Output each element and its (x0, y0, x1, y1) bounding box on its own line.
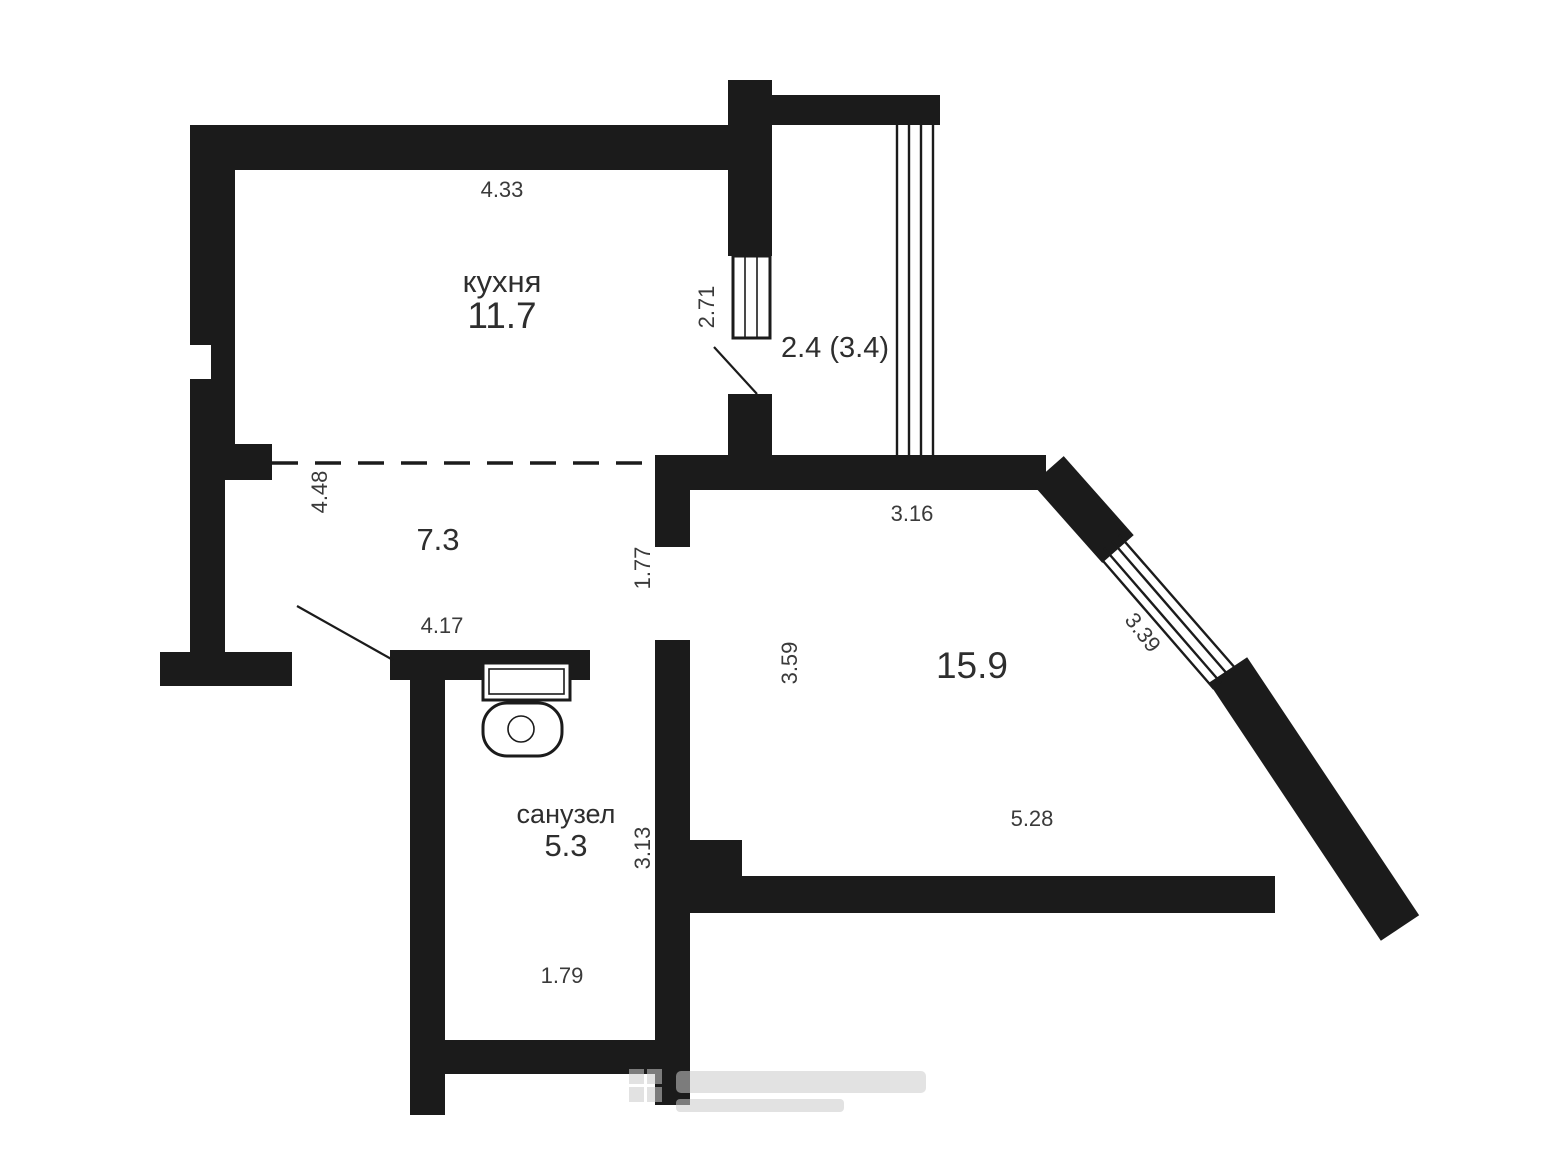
dim-bay-window-length: 3.39 (1120, 608, 1166, 657)
bay-lower-diagonal-wall (1208, 657, 1420, 941)
bathroom-name-label: санузел (517, 799, 616, 829)
bay-window-line-4 (1118, 534, 1237, 670)
bathroom-area-label: 5.3 (544, 828, 587, 863)
bay-upper-diagonal-wall (1032, 456, 1134, 563)
watermark-text-bar (676, 1071, 926, 1093)
balcony-area-label: 2.4 (3.4) (781, 332, 889, 364)
windows (731, 125, 1237, 690)
balcony-door-swing (713, 346, 758, 395)
entry-wall (160, 652, 292, 686)
bathroom-bottom-wall (445, 1040, 690, 1074)
kitchen-area-label: 11.7 (467, 295, 536, 336)
bathroom-left-wall (410, 650, 445, 1115)
watermark-logo-square (629, 1069, 644, 1084)
dim-living-wall-segment: 1.77 (630, 547, 655, 590)
left-wall-upper (190, 125, 235, 345)
watermark (629, 1069, 926, 1112)
labels: 4.33 кухня 11.7 2.71 2.4 (3.4) 4.48 7.3 … (307, 177, 1166, 988)
bathroom-right-wall (655, 640, 690, 1105)
dim-living-left-depth: 3.59 (777, 642, 802, 685)
hallway-area-label: 7.3 (416, 522, 459, 557)
balcony-pier-upper-wall (728, 80, 772, 256)
living-bottom-wall (690, 876, 1275, 913)
balcony-door-window-frame (731, 254, 772, 340)
living-area-label: 15.9 (936, 645, 1008, 686)
entry-door-swing (296, 605, 394, 661)
watermark-logo-square (629, 1087, 644, 1102)
sink-drain (507, 715, 535, 743)
dim-bathroom-depth: 3.13 (630, 827, 655, 870)
watermark-logo-square (647, 1087, 662, 1102)
watermark-logo-square (647, 1069, 662, 1084)
dim-balcony-doorway: 2.71 (694, 286, 719, 329)
watermark-subtext-bar (676, 1099, 844, 1112)
balcony-pier-lower-wall (728, 394, 772, 460)
living-top-wall (668, 455, 1046, 490)
dim-hall-width: 4.17 (421, 613, 464, 638)
fixtures (481, 661, 572, 758)
bay-window-line-2 (1103, 547, 1222, 684)
kitchen-name-label: кухня (463, 264, 542, 299)
bay-window-line-1 (1096, 553, 1215, 690)
dim-kitchen-depth: 4.48 (307, 471, 332, 514)
washing-machine-inner (488, 668, 565, 695)
dim-living-bottom-width: 5.28 (1011, 806, 1054, 831)
living-corner-step (690, 840, 742, 913)
dim-bathroom-width: 1.79 (541, 963, 584, 988)
left-step-wall (190, 444, 272, 480)
walls (160, 80, 1420, 1115)
left-wall-niche (211, 345, 235, 379)
bay-window-line-3 (1111, 540, 1230, 677)
left-wall-lower (190, 480, 225, 660)
left-wall-mid (190, 379, 235, 444)
dim-living-top-width: 3.16 (891, 501, 934, 526)
dim-kitchen-width: 4.33 (481, 177, 524, 202)
living-left-wall-upper (655, 455, 690, 547)
balcony-top-wall (768, 95, 940, 125)
doors (272, 346, 758, 661)
sink-basin (481, 701, 564, 758)
kitchen-top-wall (190, 125, 768, 170)
